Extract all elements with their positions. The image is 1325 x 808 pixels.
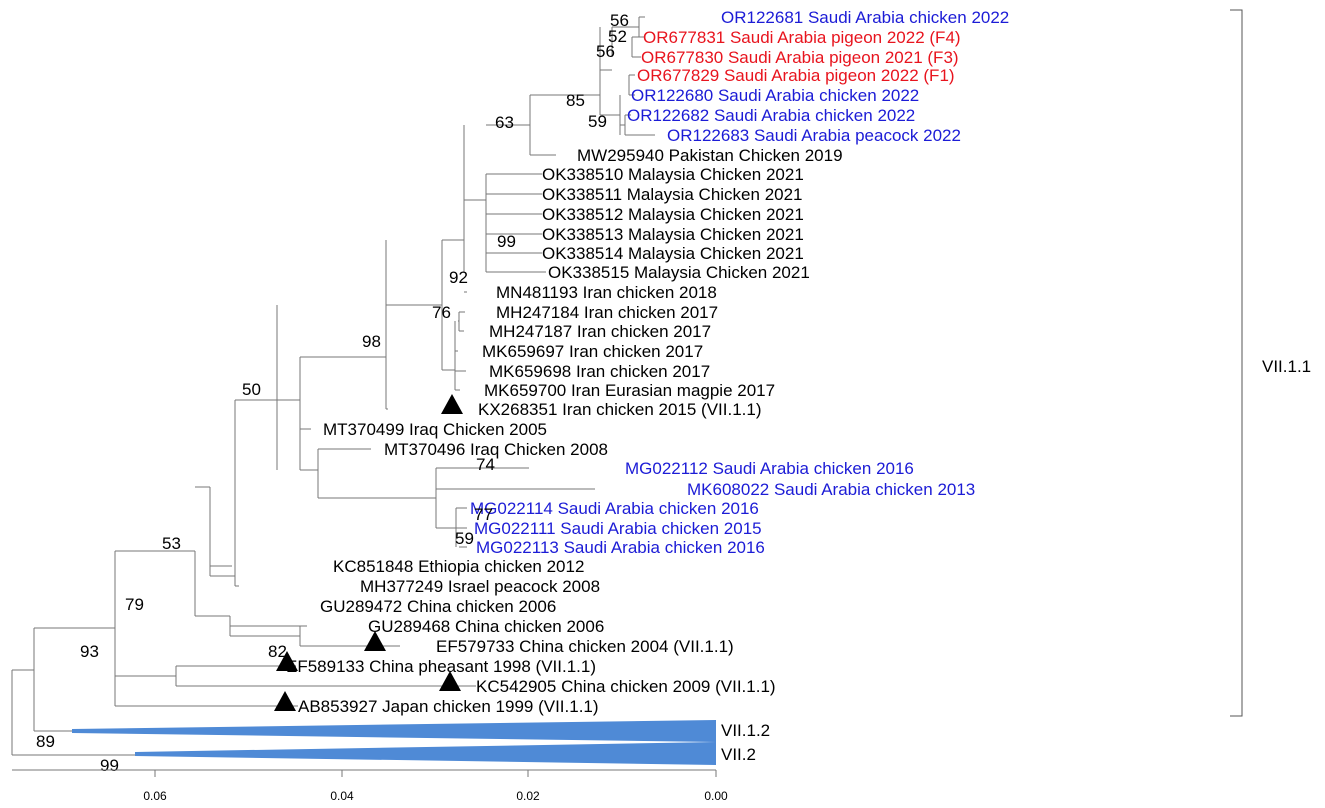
taxon-label: MW295940 Pakistan Chicken 2019 <box>577 146 843 165</box>
bootstrap-value: 50 <box>242 380 261 399</box>
bootstrap-value: 79 <box>125 595 144 614</box>
bootstrap-value: 56 <box>596 42 615 61</box>
taxon-label: OK338510 Malaysia Chicken 2021 <box>542 165 804 184</box>
bootstrap-value: 52 <box>608 27 627 46</box>
bootstrap-value: 99 <box>497 232 516 251</box>
taxon-label: EF579733 China chicken 2004 (VII.1.1) <box>436 637 734 656</box>
taxon-label: KC851848 Ethiopia chicken 2012 <box>333 557 584 576</box>
collapsed-clade-label: VII.2 <box>721 745 756 764</box>
taxon-label: MG022114 Saudi Arabia chicken 2016 <box>470 499 759 518</box>
taxon-label: KX268351 Iran chicken 2015 (VII.1.1) <box>478 400 762 419</box>
triangle-marker-icon <box>276 651 298 671</box>
taxon-label: MG022112 Saudi Arabia chicken 2016 <box>625 459 914 478</box>
taxon-label: OR677831 Saudi Arabia pigeon 2022 (F4) <box>643 28 961 47</box>
taxon-label: MK608022 Saudi Arabia chicken 2013 <box>687 480 975 499</box>
taxon-label: MG022111 Saudi Arabia chicken 2015 <box>474 519 762 538</box>
axis-tick-label: 0.06 <box>143 789 167 803</box>
bootstrap-value: 92 <box>449 268 468 287</box>
taxon-label: OK338514 Malaysia Chicken 2021 <box>542 244 804 263</box>
taxon-label: GU289472 China chicken 2006 <box>320 597 556 616</box>
triangle-marker-icon <box>364 631 386 651</box>
taxon-label: OK338512 Malaysia Chicken 2021 <box>542 205 804 224</box>
taxon-label: MK659700 Iran Eurasian magpie 2017 <box>484 381 775 400</box>
triangle-marker-icon <box>439 671 461 691</box>
taxon-label: MT370496 Iraq Chicken 2008 <box>384 440 608 459</box>
collapsed-clade-vii-2 <box>135 742 716 765</box>
taxon-label: MN481193 Iran chicken 2018 <box>496 283 717 302</box>
taxon-label: OK338513 Malaysia Chicken 2021 <box>542 225 804 244</box>
taxon-label: MG022113 Saudi Arabia chicken 2016 <box>476 538 765 557</box>
clade-bracket <box>1230 9 1243 717</box>
bootstrap-value: 59 <box>588 112 607 131</box>
bootstrap-value: 89 <box>36 732 55 751</box>
bootstrap-value: 93 <box>80 642 99 661</box>
axis-tick-label: 0.02 <box>516 789 540 803</box>
bootstrap-value: 63 <box>495 113 514 132</box>
bootstrap-value: 99 <box>100 756 119 775</box>
triangle-marker-icon <box>441 394 463 414</box>
taxon-label: OR122680 Saudi Arabia chicken 2022 <box>631 86 919 105</box>
bootstrap-value: 56 <box>610 11 629 30</box>
taxon-label: MH247187 Iran chicken 2017 <box>489 322 711 341</box>
taxon-label: OR122683 Saudi Arabia peacock 2022 <box>667 126 961 145</box>
collapsed-clade-label: VII.1.2 <box>721 721 770 740</box>
taxon-label: KC542905 China chicken 2009 (VII.1.1) <box>476 677 776 696</box>
taxon-label: GU289468 China chicken 2006 <box>368 617 604 636</box>
collapsed-clade-vii-1-2 <box>72 720 716 742</box>
taxon-label: OK338511 Malaysia Chicken 2021 <box>542 185 803 204</box>
taxon-label: AB853927 Japan chicken 1999 (VII.1.1) <box>298 697 599 716</box>
taxon-label: OR122682 Saudi Arabia chicken 2022 <box>627 106 915 125</box>
bootstrap-value: 85 <box>566 91 585 110</box>
bootstrap-value: 53 <box>162 534 181 553</box>
bootstrap-value: 76 <box>432 303 451 322</box>
taxon-label: MK659697 Iran chicken 2017 <box>482 342 703 361</box>
bootstrap-value: 98 <box>362 332 381 351</box>
taxon-label: OK338515 Malaysia Chicken 2021 <box>548 263 810 282</box>
taxon-label: OR677830 Saudi Arabia pigeon 2021 (F3) <box>641 48 959 67</box>
taxon-label: MH247184 Iran chicken 2017 <box>496 303 718 322</box>
axis-tick-label: 0.00 <box>704 789 728 803</box>
taxon-label: MT370499 Iraq Chicken 2005 <box>323 420 547 439</box>
taxon-label: MK659698 Iran chicken 2017 <box>489 362 710 381</box>
bracket-label: VII.1.1 <box>1262 357 1311 376</box>
bootstrap-value: 74 <box>476 455 495 474</box>
taxon-label: EF589133 China pheasant 1998 (VII.1.1) <box>286 657 596 676</box>
axis-tick-label: 0.04 <box>330 789 354 803</box>
bootstrap-value: 82 <box>268 642 287 661</box>
taxon-label: OR677829 Saudi Arabia pigeon 2022 (F1) <box>637 66 955 85</box>
bootstrap-value: 77 <box>474 505 493 524</box>
taxon-label: MH377249 Israel peacock 2008 <box>360 577 600 596</box>
bootstrap-value: 59 <box>455 529 474 548</box>
triangle-marker-icon <box>274 691 296 711</box>
taxon-label: OR122681 Saudi Arabia chicken 2022 <box>721 8 1009 27</box>
